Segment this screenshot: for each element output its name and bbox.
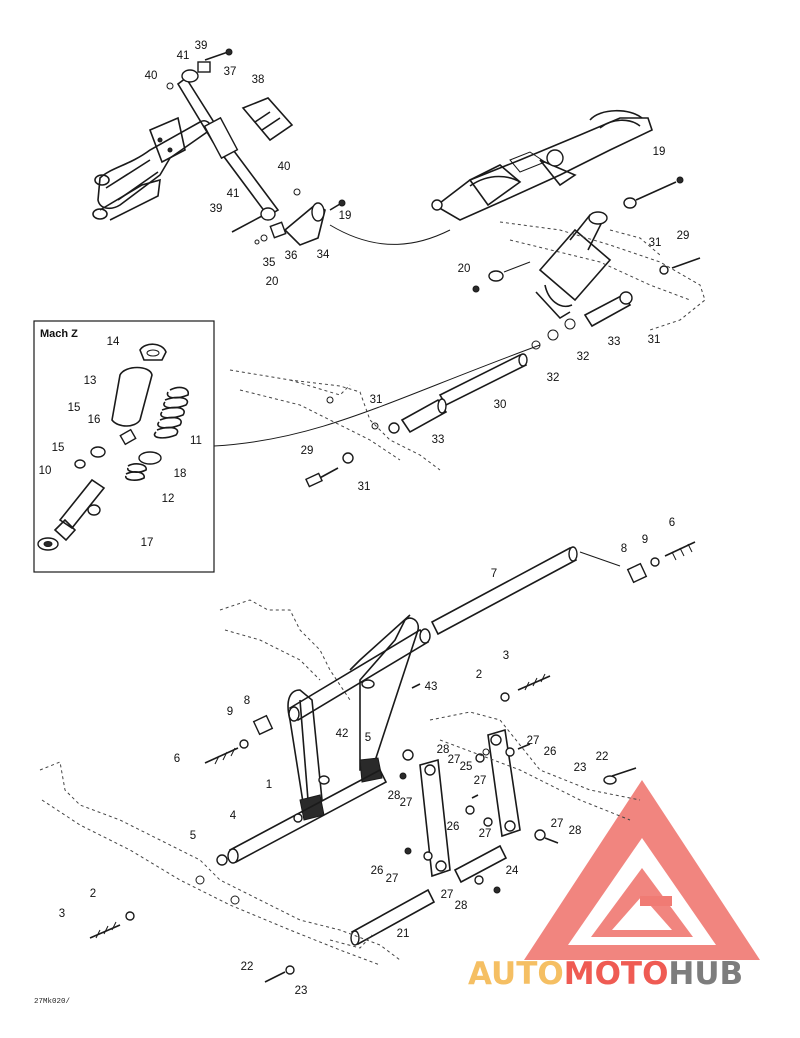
callout-40: 40 [278,161,291,173]
callout-27: 27 [551,818,564,830]
callout-36: 36 [285,250,298,262]
callout-32: 32 [577,351,590,363]
callout-6: 6 [669,517,675,529]
callout-37: 37 [224,66,237,78]
callout-31: 31 [649,237,662,249]
callout-20: 20 [458,263,471,275]
callout-14: 14 [107,336,120,348]
watermark-logo: AUTOMOTOHUB [468,780,760,992]
callout-39: 39 [210,203,223,215]
callout-17: 17 [141,537,154,549]
callout-9: 9 [227,706,233,718]
callout-22: 22 [241,961,254,973]
callout-33: 33 [432,434,445,446]
callout-16: 16 [88,414,101,426]
callout-28: 28 [388,790,401,802]
mach-z-inset: Mach Z [33,320,215,573]
callout-15: 15 [52,442,65,454]
front-arm-assembly [92,48,451,246]
callout-29: 29 [677,230,690,242]
callout-43: 43 [425,681,438,693]
callout-31: 31 [370,394,383,406]
callout-42: 42 [336,728,349,740]
callout-10: 10 [39,465,52,477]
callout-15: 15 [68,402,81,414]
callout-23: 23 [295,985,308,997]
callout-27: 27 [527,735,540,747]
callout-3: 3 [59,908,65,920]
callout-13: 13 [84,375,97,387]
callout-27: 27 [441,889,454,901]
callout-5: 5 [190,830,196,842]
callout-2: 2 [476,669,482,681]
callout-41: 41 [227,188,240,200]
callout-30: 30 [494,399,507,411]
callout-3: 3 [503,650,509,662]
callout-11: 11 [190,435,202,447]
callout-22: 22 [596,751,609,763]
callout-1: 1 [266,779,272,791]
callout-19: 19 [339,210,352,222]
callout-23: 23 [574,762,587,774]
middle-shaft-rail [213,344,541,488]
callout-26: 26 [371,865,384,877]
callout-31: 31 [358,481,371,493]
callout-4: 4 [230,810,237,822]
callout-34: 34 [317,249,330,261]
callout-24: 24 [506,865,519,877]
callout-40: 40 [145,70,158,82]
callout-27: 27 [474,775,487,787]
callout-6: 6 [174,753,180,765]
callout-33: 33 [608,336,621,348]
front-suspension-assembly [39,541,696,983]
callout-39: 39 [195,40,208,52]
callout-26: 26 [447,821,460,833]
callout-19: 19 [653,146,666,158]
callout-26: 26 [544,746,557,758]
callout-31: 31 [648,334,661,346]
callout-12: 12 [162,493,175,505]
watermark-text: AUTOMOTOHUB [468,956,743,992]
callout-21: 21 [397,928,410,940]
callout-27: 27 [386,873,399,885]
callout-38: 38 [252,74,265,86]
callout-5: 5 [365,732,371,744]
callout-2: 2 [90,888,96,900]
callout-27: 27 [448,754,461,766]
callout-28: 28 [455,900,468,912]
callout-20: 20 [266,276,279,288]
callout-9: 9 [642,534,648,546]
callout-7: 7 [491,568,497,580]
callout-28: 28 [569,825,582,837]
callout-8: 8 [244,695,250,707]
callout-25: 25 [460,761,473,773]
callout-29: 29 [301,445,314,457]
callout-18: 18 [174,468,187,480]
callout-32: 32 [547,372,560,384]
callout-35: 35 [263,257,276,269]
callout-28: 28 [437,744,450,756]
inset-title: Mach Z [40,328,78,340]
callout-27: 27 [400,797,413,809]
callout-41: 41 [177,50,190,62]
callout-8: 8 [621,543,627,555]
rear-arm-assembly [431,109,706,350]
callout-27: 27 [479,828,492,840]
document-id: 27Mk020/ [34,998,71,1006]
